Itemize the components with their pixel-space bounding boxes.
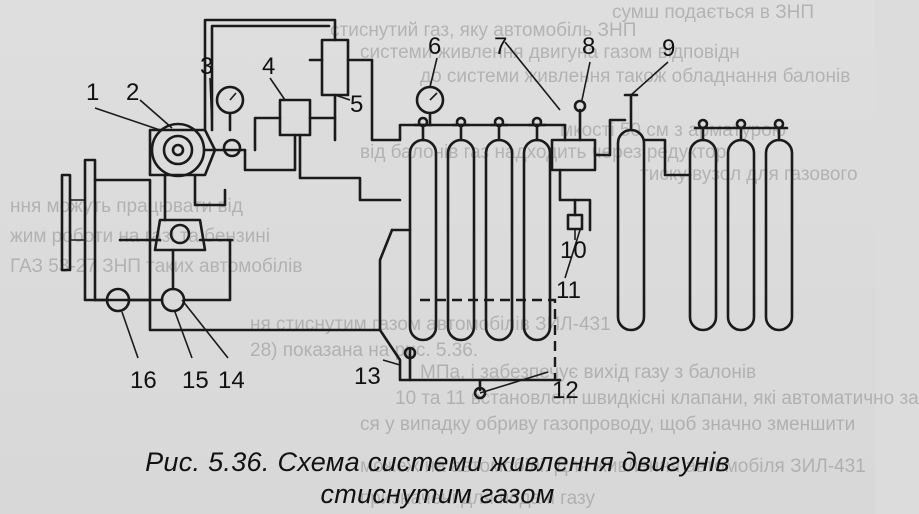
return-lines xyxy=(148,228,562,400)
callout-13: 13 xyxy=(354,363,381,390)
bg-text-line: можеж на автомобілі. Для живлення автомо… xyxy=(360,456,866,477)
bg-text-line: мкості 50 см з арматурою xyxy=(560,120,787,141)
callout-1: 1 xyxy=(86,79,99,106)
pressure-gauge-4 xyxy=(215,85,245,132)
bg-text-line: системи живлення двигуна газом відповідн xyxy=(360,42,740,63)
callout-14: 14 xyxy=(218,367,245,394)
callout-15: 15 xyxy=(182,367,209,394)
callout-5: 5 xyxy=(350,91,363,118)
bg-text-line: 10 та 11 встановлені швидкісні клапани, … xyxy=(395,388,919,409)
callout-11: 11 xyxy=(556,277,581,304)
valve-block xyxy=(550,99,627,232)
leader-lines xyxy=(94,41,669,394)
bg-text-line: жим роботи на газі та бензині xyxy=(10,226,270,247)
callout-8: 8 xyxy=(582,33,595,60)
callout-6: 6 xyxy=(428,33,441,60)
callout-7: 7 xyxy=(494,33,507,60)
bg-text-line: до системи живлення також обладнання бал… xyxy=(420,66,851,87)
bg-text-line: стиснутий газ, яку автомобіль ЗНП xyxy=(330,20,637,41)
gas-cylinder-group-2 xyxy=(616,93,794,332)
bg-text-line: 28) показана на рис. 5.36. xyxy=(250,340,479,361)
callout-4: 4 xyxy=(262,53,275,80)
engine xyxy=(60,158,152,302)
pipe-3 xyxy=(203,18,337,132)
gas-filter xyxy=(308,38,374,142)
bg-text-line: призначені для подачі газу xyxy=(360,488,595,509)
gas-cylinder-group-1 xyxy=(408,116,552,342)
gas-reducer xyxy=(148,122,247,222)
callout-9: 9 xyxy=(662,35,675,62)
callout-2: 2 xyxy=(126,79,139,106)
callout-3: 3 xyxy=(200,53,213,80)
pipe-3b xyxy=(210,24,331,132)
heater xyxy=(243,98,402,202)
callout-16: 16 xyxy=(130,367,157,394)
callout-12: 12 xyxy=(552,377,579,404)
bg-text-line: ння можуть працювати від xyxy=(10,196,243,217)
bg-text-line: МПа, і забезпечує вихід газу з балонів xyxy=(420,362,757,383)
gas-supply-scheme: 1 2 3 4 5 6 7 8 9 10 11 12 13 14 15 16 xyxy=(60,18,794,404)
bg-text-line: тиску вузол для газового xyxy=(640,164,858,185)
figure-caption-line-2: стиснутим газом xyxy=(320,479,555,509)
bg-text-line: ся у випадку обриву газопроводу, щоб зна… xyxy=(360,414,856,435)
callout-10: 10 xyxy=(560,237,587,264)
bg-text-line: від балонів газ надходить через редуктор xyxy=(360,142,727,163)
bg-text-line: сумш подається в ЗНП xyxy=(612,2,815,23)
mixer-unit xyxy=(93,218,234,313)
figure-caption-line-1: Рис. 5.36. Схема системи живлення двигун… xyxy=(145,447,730,477)
